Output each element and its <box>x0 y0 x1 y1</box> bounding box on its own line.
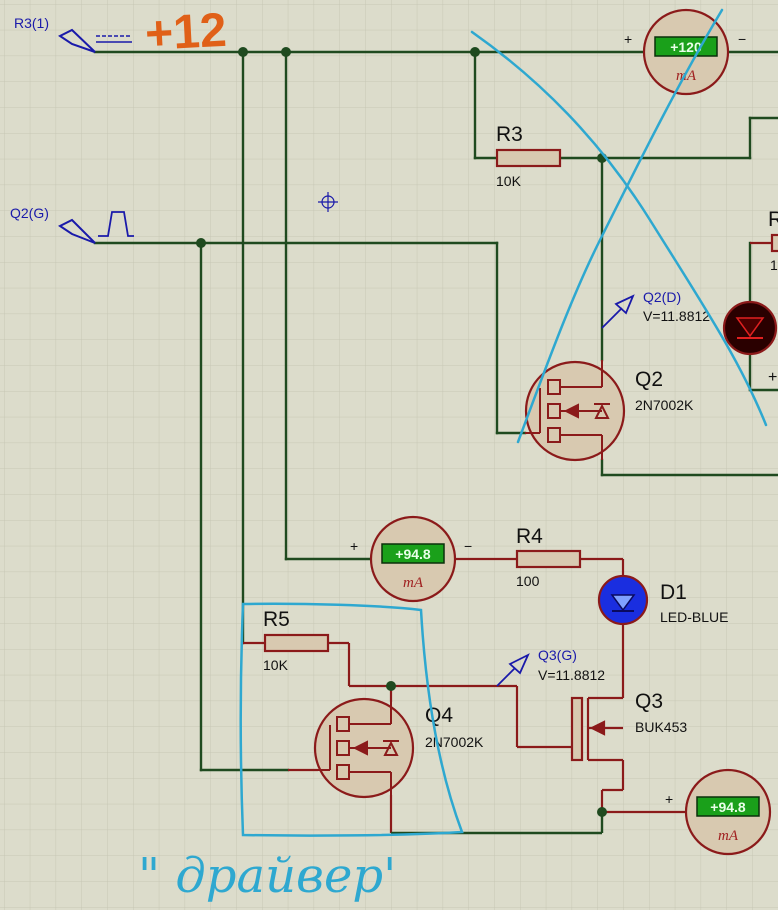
handwritten-voltage-note: +12 <box>144 4 228 61</box>
crosshair-icon <box>318 192 338 212</box>
transistor-q3-name: Q3 <box>635 690 663 713</box>
handwritten-driver-label: " драйвер' <box>138 848 396 904</box>
led-d1[interactable]: D1 LED-BLUE <box>597 574 728 626</box>
resistor-r4-name: R4 <box>516 525 543 548</box>
ammeter-top-minus: − <box>738 31 746 47</box>
ammeter-mid-plus: + <box>350 538 358 554</box>
transistor-q2-name: Q2 <box>635 368 663 391</box>
ammeter-mid-unit: mA <box>403 575 424 591</box>
transistor-q3-model: BUK453 <box>635 719 687 735</box>
terminal-q2g[interactable]: Q2(G) <box>10 205 134 244</box>
transistor-q3[interactable]: Q3 BUK453 <box>560 690 687 762</box>
resistor-r5-name: R5 <box>263 608 290 631</box>
handwritten-cross-mark <box>470 8 768 444</box>
resistor-r3-name: R3 <box>496 123 523 146</box>
partial-plus-sign: + <box>768 369 777 386</box>
transistor-q2[interactable]: Q2 2N7002K <box>524 360 694 462</box>
ammeter-mid-reading: +94.8 <box>395 546 431 562</box>
resistor-r4[interactable]: R4 100 <box>515 525 582 589</box>
ammeter-top[interactable]: +120 mA + − <box>624 8 746 96</box>
probe-q2d-value: V=11.8812 <box>643 308 710 324</box>
probe-q3g-name: Q3(G) <box>538 647 577 663</box>
resistor-r5-value: 10K <box>263 657 289 673</box>
transistor-q4-model: 2N7002K <box>425 734 484 750</box>
terminal-q2g-label: Q2(G) <box>10 205 49 221</box>
ammeter-bottom-unit: mA <box>718 828 739 844</box>
ammeter-mid-minus: − <box>464 538 472 554</box>
led-d1-model: LED-BLUE <box>660 609 728 625</box>
junctions <box>196 47 607 817</box>
resistor-r5[interactable]: R5 10K <box>263 608 330 673</box>
transistor-q4-name: Q4 <box>425 704 453 727</box>
probe-q2d[interactable]: Q2(D) V=11.8812 <box>601 289 710 329</box>
resistor-r3[interactable]: R3 10K <box>495 123 562 189</box>
ammeter-top-plus: + <box>624 31 632 47</box>
resistor-r3-value: 10K <box>496 173 522 189</box>
probe-q3g[interactable]: Q3(G) V=11.8812 <box>496 647 605 687</box>
led-d1-name: D1 <box>660 581 687 604</box>
transistor-q2-model: 2N7002K <box>635 397 694 413</box>
ammeter-bottom-plus: + <box>665 791 673 807</box>
ammeter-mid[interactable]: +94.8 mA + − <box>350 515 472 603</box>
resistor-partial-name: R <box>768 208 778 231</box>
probe-q3g-value: V=11.8812 <box>538 667 605 683</box>
terminal-r3-label: R3(1) <box>14 15 49 31</box>
probe-q2d-name: Q2(D) <box>643 289 681 305</box>
wires <box>93 50 778 772</box>
ammeter-top-reading: +120 <box>670 39 702 55</box>
terminal-r3[interactable]: R3(1) <box>14 15 132 53</box>
handwritten-driver-box <box>239 602 464 837</box>
ammeter-bottom-reading: +94.8 <box>710 799 746 815</box>
ammeter-bottom[interactable]: +94.8 mA + <box>665 768 772 856</box>
led-partial[interactable]: + <box>722 300 777 386</box>
resistor-partial-value: 1 <box>770 257 778 273</box>
resistor-r4-value: 100 <box>516 573 540 589</box>
resistor-partial[interactable]: R 1 <box>768 208 778 273</box>
